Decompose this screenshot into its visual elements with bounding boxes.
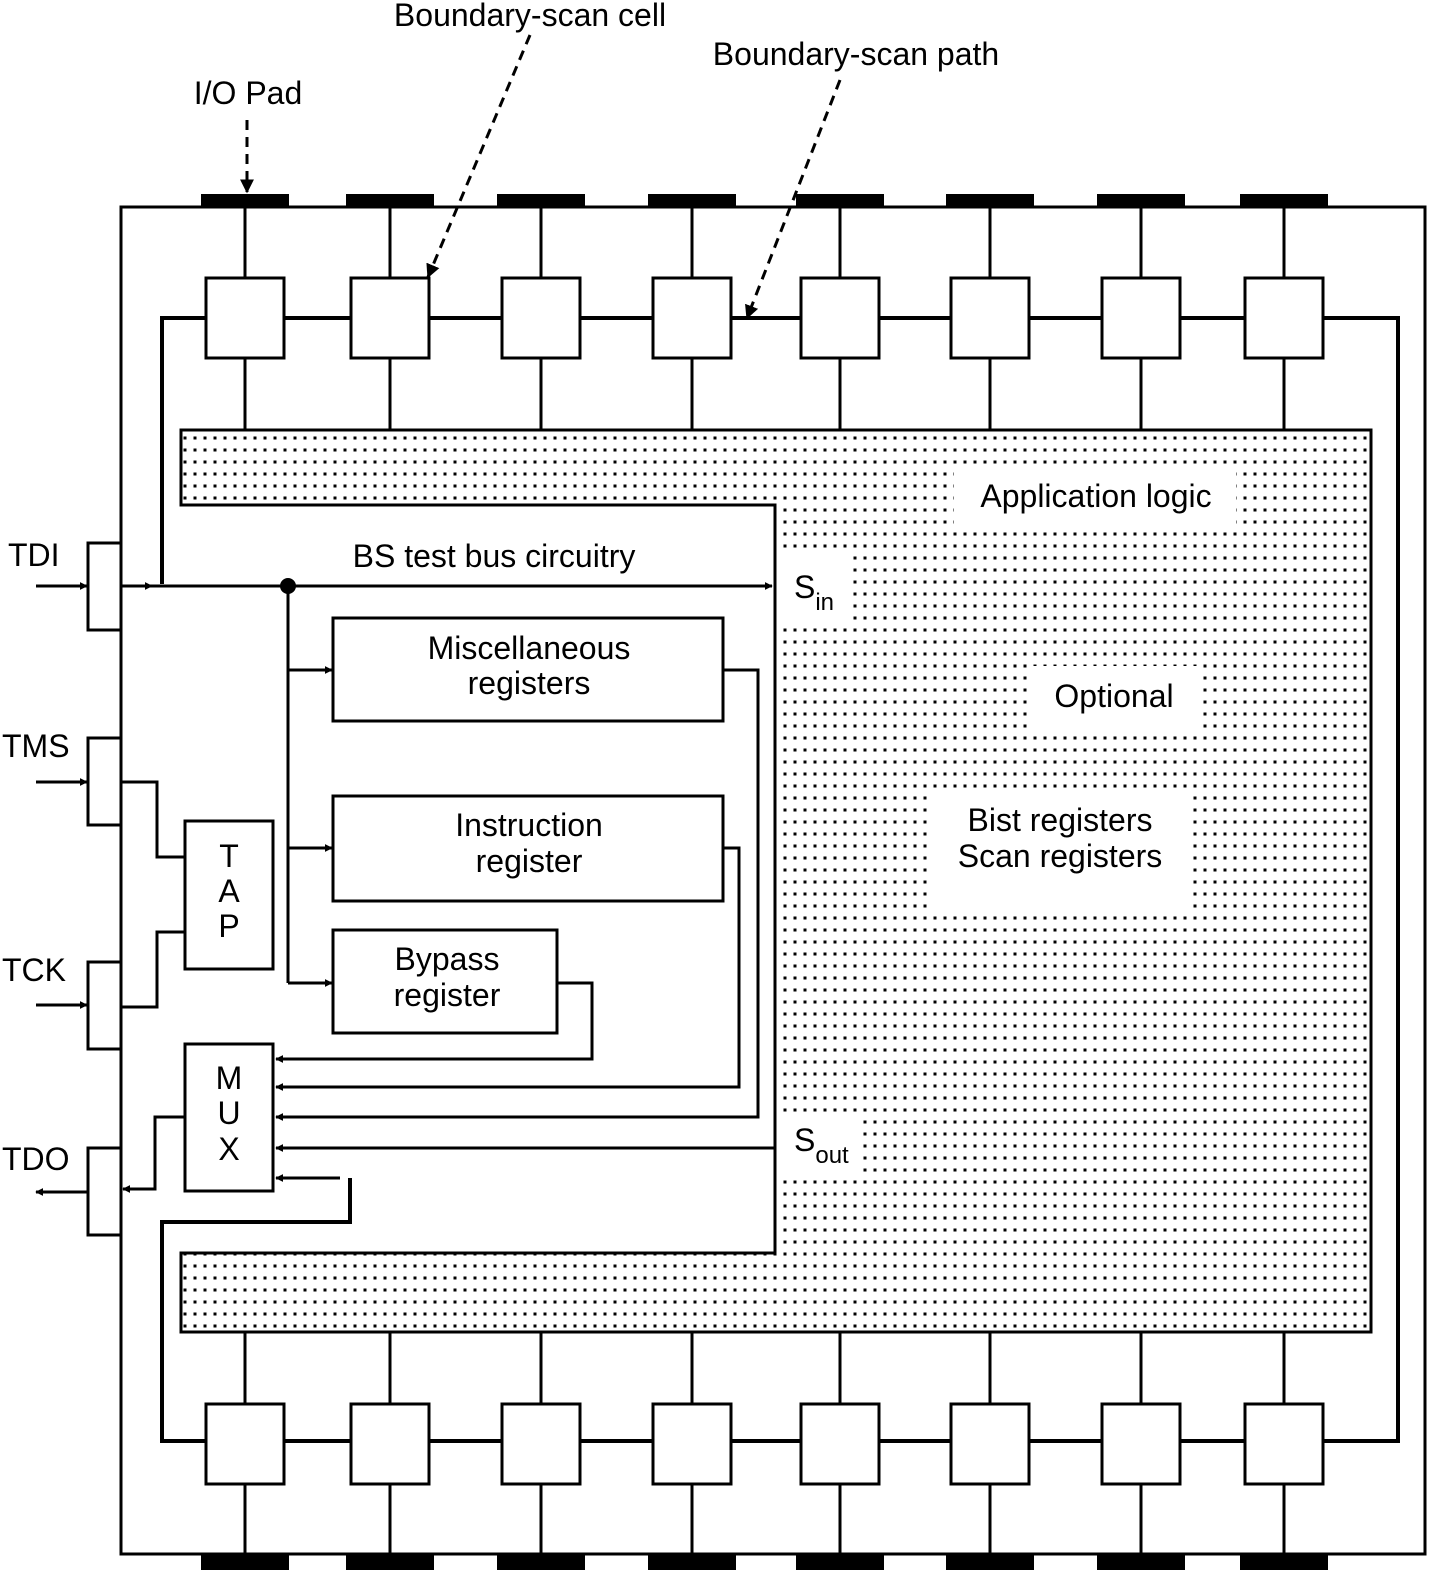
- application-logic-label: Application logic: [980, 478, 1211, 514]
- boundary-scan-cell: [1100, 276, 1182, 360]
- io-pad: [1240, 194, 1328, 207]
- io-pad: [946, 194, 1034, 207]
- tdi-buffer: [86, 541, 123, 632]
- io-pad: [201, 1555, 289, 1570]
- tms-label: TMS: [2, 728, 70, 764]
- boundary-scan-cell: [1100, 1402, 1182, 1486]
- io-pad: [346, 194, 434, 207]
- bottom-boundary-scan-cells: [201, 1332, 1328, 1570]
- io-pad: [1097, 194, 1185, 207]
- mux-letter-u: U: [217, 1095, 240, 1131]
- misc-registers-label-line2: registers: [468, 665, 591, 701]
- scan-registers-label: Scan registers: [958, 838, 1163, 874]
- io-pad: [648, 1555, 736, 1570]
- boundary-scan-cell: [500, 276, 582, 360]
- boundary-scan-cell: [949, 1402, 1031, 1486]
- boundary-scan-cell: [651, 1402, 733, 1486]
- bist-registers-label: Bist registers: [968, 802, 1153, 838]
- io-pad: [796, 1555, 884, 1570]
- boundary-scan-cell: [949, 276, 1031, 360]
- io-pad: [497, 194, 585, 207]
- io-pad: [648, 194, 736, 207]
- boundary-scan-cell: [500, 1402, 582, 1486]
- io-pad-label: I/O Pad: [194, 75, 303, 111]
- s-out-label: Sout: [794, 1122, 849, 1169]
- io-pad: [201, 194, 289, 207]
- tdi-label: TDI: [8, 537, 60, 573]
- tap-letter-a: A: [218, 873, 240, 909]
- boundary-scan-cell: [204, 276, 286, 360]
- boundary-scan-cell-label: Boundary-scan cell: [394, 0, 666, 33]
- boundary-scan-path-label: Boundary-scan path: [713, 36, 999, 72]
- bypass-register-label-line1: Bypass: [395, 941, 500, 977]
- tdo-label: TDO: [2, 1141, 70, 1177]
- control-blocks: [183, 616, 725, 1193]
- instruction-register-label-line1: Instruction: [455, 807, 603, 843]
- mux-letter-m: M: [216, 1060, 243, 1096]
- io-pad: [1240, 1555, 1328, 1570]
- instruction-register-label-line2: register: [476, 843, 583, 879]
- io-pad: [346, 1555, 434, 1570]
- instruction-register-box: [331, 794, 725, 903]
- boundary-scan-cell: [349, 1402, 431, 1486]
- mux-letter-x: X: [218, 1131, 239, 1167]
- bus-junction-dot: [280, 578, 296, 594]
- misc-registers-box: [331, 616, 725, 723]
- bypass-register-label-line2: register: [394, 977, 501, 1013]
- bs-test-bus-label: BS test bus circuitry: [353, 538, 636, 574]
- tck-buffer: [86, 960, 123, 1051]
- tap-controller-box: [183, 819, 275, 971]
- io-pad: [497, 1555, 585, 1570]
- io-pad: [946, 1555, 1034, 1570]
- misc-registers-label-line1: Miscellaneous: [428, 630, 631, 666]
- boundary-scan-cell: [799, 1402, 881, 1486]
- tap-letter-p: P: [218, 908, 239, 944]
- boundary-scan-cell: [1243, 1402, 1325, 1486]
- bs-test-bus-wiring: [121, 582, 775, 1193]
- boundary-scan-cell: [651, 276, 733, 360]
- annotation-arrows: [240, 34, 842, 320]
- pin-buffers: [86, 541, 123, 1237]
- io-pad: [1097, 1555, 1185, 1570]
- mux-box: [183, 1042, 275, 1193]
- tms-buffer: [86, 736, 123, 827]
- tdo-buffer: [86, 1146, 123, 1237]
- boundary-scan-cell: [799, 276, 881, 360]
- io-pad: [796, 194, 884, 207]
- optional-label: Optional: [1054, 678, 1173, 714]
- chip-outline: [119, 205, 1427, 1556]
- tck-label: TCK: [2, 952, 66, 988]
- top-boundary-scan-cells: [201, 194, 1328, 430]
- boundary-scan-cell: [1243, 276, 1325, 360]
- boundary-scan-cell: [204, 1402, 286, 1486]
- tap-letter-t: T: [219, 838, 239, 874]
- boundary-scan-cell: [349, 276, 431, 360]
- s-in-label: Sin: [794, 569, 834, 616]
- bypass-register-box: [331, 928, 559, 1035]
- pin-arrows: [35, 582, 88, 1196]
